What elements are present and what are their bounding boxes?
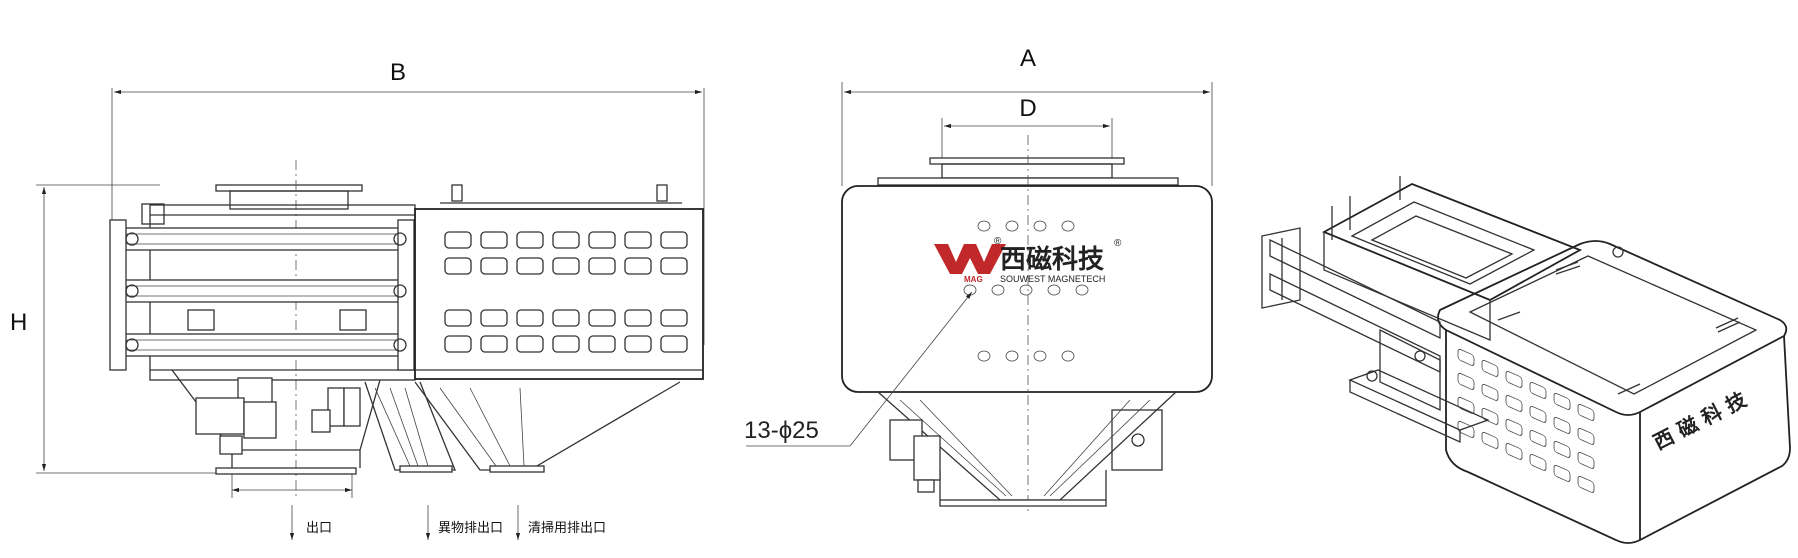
brand-logo: MAG ® 西磁科技 ® SOUWEST MAGNETECH: [934, 236, 1122, 284]
housing-slots: [444, 231, 688, 353]
housing-slot: [588, 257, 616, 275]
iso-slot: [1529, 453, 1547, 471]
bolt-hole: [991, 284, 1005, 296]
housing-slot: [444, 231, 472, 249]
bolt-hole: [1005, 220, 1019, 232]
dimension-label-a: A: [1020, 45, 1036, 72]
bolt-hole: [1061, 350, 1075, 362]
bolt-hole: [1061, 220, 1075, 232]
front-view: A D MAG ® 西磁科技 ® SOUWEST MAGNETECH 13-ϕ2…: [744, 45, 1213, 515]
iso-slot: [1529, 381, 1547, 399]
housing-slot: [552, 231, 580, 249]
outlet-label: 出口: [306, 521, 332, 536]
bolt-hole: [1047, 284, 1061, 296]
iso-slot: [1553, 464, 1571, 482]
bolt-hole: [977, 220, 991, 232]
housing-slot: [480, 257, 508, 275]
dimension-label-d: D: [1019, 95, 1036, 122]
iso-brand-text: 西 磁 科 技: [1649, 387, 1751, 455]
housing-slot: [660, 231, 688, 249]
magnet-bars: [117, 227, 407, 357]
dimension-label-h: H: [10, 309, 27, 336]
housing-slot: [624, 257, 652, 275]
brand-name-cn: 西磁科技: [1000, 244, 1104, 275]
bolt-hole: [977, 350, 991, 362]
logo-w-mark: [934, 244, 1006, 274]
housing-slot: [480, 309, 508, 327]
bolt-hole: [1033, 220, 1047, 232]
iso-slot: [1505, 442, 1523, 460]
logo-registered: ®: [994, 236, 1002, 247]
housing-slot: [624, 335, 652, 353]
iso-slot: [1553, 392, 1571, 410]
bolt-hole: [1075, 284, 1089, 296]
bolt-holes: [963, 220, 1089, 362]
iso-slot: [1457, 396, 1475, 414]
housing-slot: [624, 309, 652, 327]
housing-slot: [516, 309, 544, 327]
iso-slot: [1457, 372, 1475, 390]
housing-slot: [660, 335, 688, 353]
housing-slot: [444, 257, 472, 275]
iso-slot: [1553, 440, 1571, 458]
iso-slot: [1505, 418, 1523, 436]
iso-slot: [1577, 451, 1595, 469]
brand-registered-2: ®: [1114, 238, 1122, 249]
housing-slot: [444, 309, 472, 327]
iso-slot: [1529, 429, 1547, 447]
isometric-view: 西 磁 科 技: [1261, 176, 1791, 544]
housing-slot: [552, 309, 580, 327]
iso-slot: [1505, 394, 1523, 412]
iso-slot: [1481, 359, 1499, 377]
iso-slot: [1457, 348, 1475, 366]
iso-slot: [1577, 427, 1595, 445]
housing-slot: [588, 231, 616, 249]
iso-slot: [1481, 383, 1499, 401]
iso-slot: [1505, 370, 1523, 388]
logo-sub: MAG: [964, 275, 983, 284]
iso-housing-slots: [1457, 348, 1595, 493]
housing-slot: [480, 231, 508, 249]
dimension-label-b: B: [390, 59, 406, 86]
housing-slot: [516, 335, 544, 353]
housing-slot: [444, 335, 472, 353]
bolt-hole: [1005, 350, 1019, 362]
housing-slot: [552, 335, 580, 353]
iso-slot: [1553, 416, 1571, 434]
housing-slot: [660, 257, 688, 275]
bolt-hole: [1019, 284, 1033, 296]
bolt-hole: [963, 284, 977, 296]
bolt-hole: [1033, 350, 1047, 362]
brand-name-en: SOUWEST MAGNETECH: [1000, 274, 1105, 284]
iso-slot: [1529, 405, 1547, 423]
iso-slot: [1481, 407, 1499, 425]
iso-slot: [1457, 420, 1475, 438]
cleaning-outlet-label: 清掃用排出口: [528, 520, 606, 536]
housing-slot: [516, 257, 544, 275]
housing-slot: [516, 231, 544, 249]
foreign-outlet-label: 異物排出口: [438, 521, 503, 536]
housing-slot: [552, 257, 580, 275]
side-view: B H: [10, 59, 705, 540]
iso-slot: [1577, 475, 1595, 493]
housing-slot: [480, 335, 508, 353]
iso-slot: [1577, 403, 1595, 421]
housing-slot: [660, 309, 688, 327]
hole-callout: 13-ϕ25: [744, 417, 819, 444]
housing-slot: [588, 309, 616, 327]
magnet-housing: [414, 184, 704, 380]
iso-slot: [1481, 431, 1499, 449]
housing-slot: [588, 335, 616, 353]
housing-slot: [624, 231, 652, 249]
